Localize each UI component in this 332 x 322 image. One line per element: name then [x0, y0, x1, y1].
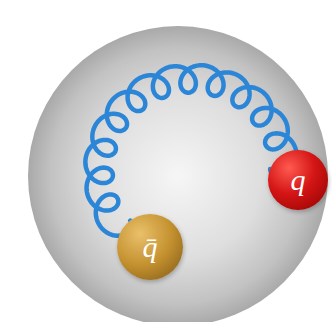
quark-ball: q: [268, 150, 328, 210]
particle-symbol: q: [291, 165, 306, 195]
antiquark-ball: q̄: [117, 214, 183, 280]
hadron-sphere: [28, 26, 328, 322]
particle-symbol: q̄: [143, 232, 158, 262]
gluon-spring: [85, 65, 296, 236]
